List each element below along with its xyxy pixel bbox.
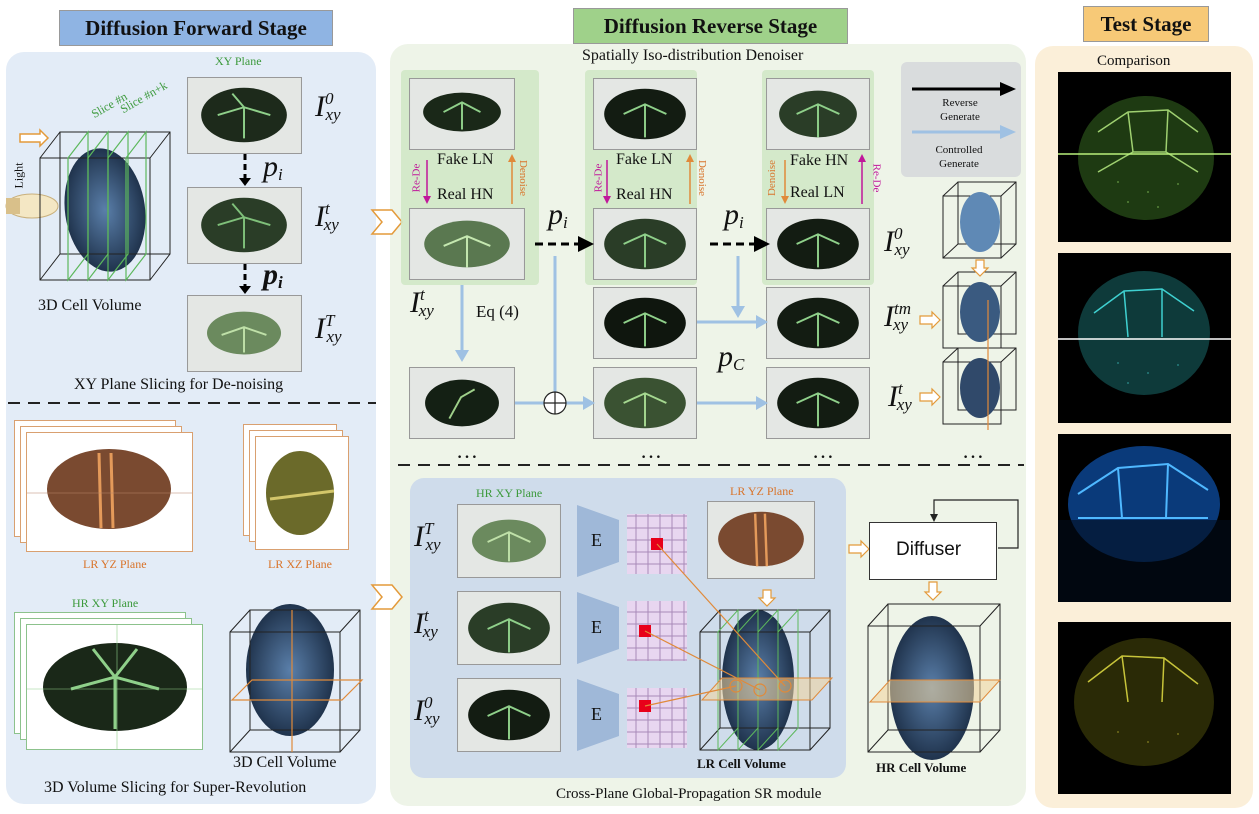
- rev-img-2-1: [409, 208, 525, 280]
- legend-controlled: Controlled Generate: [935, 144, 983, 170]
- denoiser-title: Spatially Iso-distribution Denoiser: [582, 47, 804, 64]
- encoder-3: E: [591, 704, 602, 724]
- forward-section-caption: XY Plane Slicing for De-noising: [74, 376, 284, 393]
- lr-yz-stack: [14, 420, 194, 555]
- legend-box: [901, 62, 1021, 177]
- sr-eq-It: Itxy: [414, 605, 438, 642]
- lr-yz-label: LR YZ Plane: [83, 557, 147, 571]
- forward-eq-It: Itxy: [315, 198, 339, 235]
- real-hn-2: Real HN: [616, 186, 673, 203]
- reverse-stage-header: Diffusion Reverse Stage: [573, 8, 848, 44]
- legend-reverse: Reverse Generate: [940, 97, 980, 123]
- fake-ln-1: Fake LN: [437, 151, 494, 168]
- forward-image-0: [187, 77, 302, 154]
- rev-eq-It: Itxy: [410, 284, 434, 321]
- sr-img-t: [457, 591, 561, 665]
- rev-img-3-2: [593, 287, 697, 359]
- fake-ln-2: Fake LN: [616, 151, 673, 168]
- real-ln-3: Real LN: [790, 184, 845, 201]
- sr-img-lr-yz: [707, 501, 815, 579]
- rev-img-2-3: [766, 208, 870, 280]
- encoder-1: E: [591, 530, 602, 550]
- denoise-3: Denoise: [766, 159, 779, 197]
- diffuser-box: [869, 522, 997, 580]
- test-image-2: [1058, 253, 1231, 423]
- eq4-label: Eq (4): [476, 302, 519, 321]
- sr-img-0: [457, 678, 561, 752]
- ellipsis-1: …: [456, 438, 478, 463]
- rev-img-4-3: [766, 367, 870, 439]
- xy-plane-label: XY Plane: [215, 54, 262, 68]
- forward-bottom-caption: 3D Volume Slicing for Super-Revolution: [44, 779, 307, 796]
- forward-eq-I0: I0xy: [315, 88, 341, 125]
- rev-eq-Itm: Itmxy: [884, 298, 911, 335]
- rev-img-4-1: [409, 367, 515, 439]
- sr-module-caption: Cross-Plane Global-Propagation SR module: [556, 786, 822, 802]
- real-hn-1: Real HN: [437, 186, 494, 203]
- encoder-2: E: [591, 617, 602, 637]
- sr-img-T: [457, 504, 561, 578]
- forward-stage-header: Diffusion Forward Stage: [59, 10, 333, 46]
- ellipsis-2: …: [640, 438, 662, 463]
- diffuser-label: Diffuser: [896, 539, 962, 560]
- rev-img-1-1: [409, 78, 515, 150]
- light-label: Light: [11, 162, 26, 189]
- forward-image-T: [187, 295, 302, 372]
- rev-img-1-2: [593, 78, 697, 150]
- forward-image-t: [187, 187, 302, 264]
- denoise-1: Denoise: [517, 159, 530, 197]
- rev-img-4-2: [593, 367, 697, 439]
- rev-img-3-3: [766, 287, 870, 359]
- re-de-2: Re-De: [592, 163, 605, 193]
- volume2-caption: 3D Cell Volume: [233, 754, 337, 771]
- hr-volume-label: HR Cell Volume: [876, 760, 967, 775]
- sr-lr-yz-label: LR YZ Plane: [730, 484, 794, 498]
- p-i-label-1: pi: [263, 150, 283, 185]
- lr-xz-stack: [243, 424, 353, 554]
- lr-volume-label: LR Cell Volume: [697, 756, 786, 771]
- denoise-2: Denoise: [696, 159, 709, 197]
- re-de-3: Re-De: [870, 163, 883, 193]
- volume-caption: 3D Cell Volume: [38, 297, 142, 314]
- rev-img-1-3: [766, 78, 870, 150]
- rev-eq-It2: Itxy: [888, 378, 912, 415]
- sr-eq-I0: I0xy: [414, 692, 440, 729]
- hr-xy-label: HR XY Plane: [72, 596, 139, 610]
- rev-p-i-2: pi: [724, 198, 744, 233]
- test-stage-header: Test Stage: [1083, 6, 1209, 42]
- p-i-label-2: pi: [263, 258, 283, 293]
- fake-hn-3: Fake HN: [790, 152, 849, 169]
- rev-p-c: pC: [718, 340, 745, 375]
- ellipsis-3: …: [812, 438, 834, 463]
- rev-p-i-1: pi: [548, 198, 568, 233]
- test-image-1: [1058, 72, 1231, 242]
- forward-eq-IT: ITxy: [315, 310, 342, 347]
- re-de-1: Re-De: [410, 163, 423, 193]
- test-image-3: [1058, 434, 1231, 602]
- rev-img-2-2: [593, 208, 697, 280]
- rev-eq-I0: I0xy: [884, 223, 910, 260]
- sr-eq-IT: ITxy: [414, 518, 441, 555]
- lr-xz-label: LR XZ Plane: [268, 557, 332, 571]
- comparison-label: Comparison: [1097, 53, 1171, 69]
- sr-hr-xy-label: HR XY Plane: [476, 486, 543, 500]
- test-image-4: [1058, 622, 1231, 794]
- hr-xy-stack: [14, 612, 204, 752]
- ellipsis-4: …: [962, 438, 984, 463]
